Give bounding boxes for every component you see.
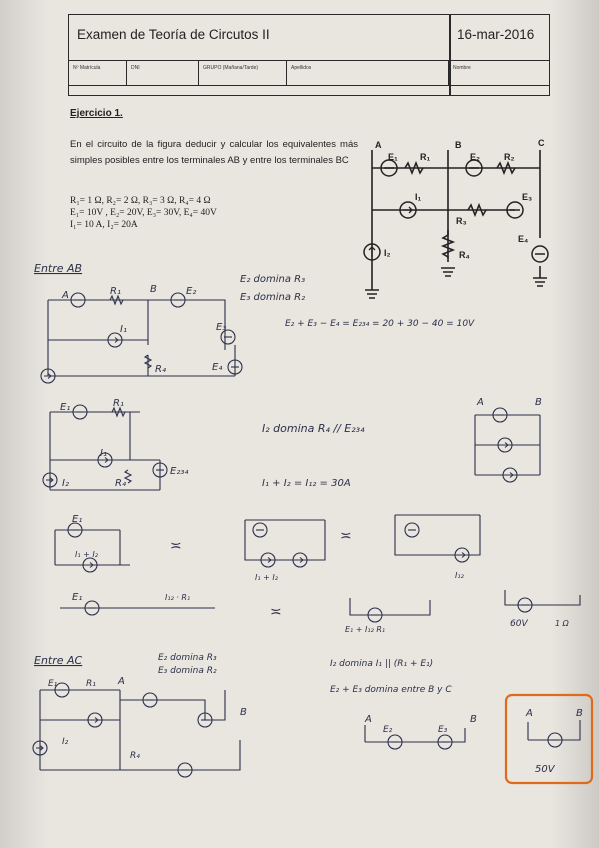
e4-source-icon — [531, 245, 549, 263]
r2-label: R₂ — [504, 152, 515, 162]
exercise-statement: En el circuito de la figura deducir y ca… — [70, 139, 358, 166]
hw-i2-ac: I₂ — [62, 737, 69, 747]
note-ac-e2: E₂ domina R₃ — [158, 653, 217, 663]
note-e2-domina: E₂ domina R₃ — [240, 274, 305, 285]
hw-b-result: B — [576, 708, 583, 719]
printed-figure-labels: A B C E₁ R₁ E₂ R₂ E₃ R₃ I₁ I₂ R₄ E₄ — [375, 138, 545, 260]
i2-domina-ac: I₂ domina I₁ || (R₁ + E₁) — [330, 659, 433, 669]
exam-title: Examen de Teoría de Circutos II — [77, 27, 270, 42]
printed-sources — [363, 159, 549, 263]
hw-r4-ab: R₄ — [155, 364, 166, 375]
hw-e2-ab: E₂ — [186, 286, 196, 297]
hw-e1-ac: E₁ — [48, 679, 58, 689]
result-1ohm: 1 Ω — [555, 619, 570, 628]
hw-b-right: B — [535, 397, 542, 408]
r4-label: R₄ — [459, 250, 470, 260]
handwritten-sources — [32, 292, 563, 778]
approx-sign-1: ≍ — [170, 538, 182, 554]
hw-i12: I₁₂ — [455, 571, 465, 580]
final-result-highlight-box — [504, 693, 594, 785]
field-nombre: Nombre — [453, 65, 471, 71]
hw-e1-ab2: E₁ — [60, 402, 70, 413]
field-dni: DNI — [127, 61, 199, 85]
hw-i1-ab: I₁ — [120, 324, 127, 335]
i2-label: I₂ — [384, 248, 391, 258]
hw-a-right: A — [476, 397, 484, 408]
e4-label: E₄ — [518, 234, 528, 244]
r1-label: R₁ — [420, 152, 430, 162]
current-sum: I₁ + I₂ = I₁₂ = 30A — [262, 478, 351, 489]
e2e3-domina: E₂ + E₃ domina entre B y C — [330, 685, 452, 695]
resistor-values: R₁= 1 Ω, R₂= 2 Ω, R₃= 3 Ω, R₄= 4 Ω — [70, 196, 211, 206]
component-values: R₁= 1 Ω, R₂= 2 Ω, R₃= 3 Ω, R₄= 4 Ω E₁= 1… — [70, 195, 217, 231]
result-50v: 50V — [535, 764, 556, 775]
hw-e234-ab2: E₂₃₄ — [170, 466, 188, 477]
field-grupo: GRUPO (Mañana/Tarde) — [199, 61, 287, 85]
e3-label: E₃ — [522, 192, 532, 202]
i2-domina-note: I₂ domina R₄ // E₂₃₄ — [262, 422, 365, 435]
terminal-c-label: C — [538, 138, 545, 148]
hw-i1-ab2: I₁ — [100, 448, 107, 459]
result-60v: 60V — [510, 619, 528, 629]
hw-e4-ab: E₄ — [212, 362, 222, 373]
field-matricula: Nº Matrícula — [69, 61, 127, 85]
current-values: I₁= 10 A, I₂= 20A — [70, 220, 138, 230]
handwritten-text: Entre AB E₂ domina R₃ E₃ domina R₂ E₂ + … — [34, 262, 583, 775]
note-e3-domina: E₃ domina R₂ — [240, 292, 305, 303]
note-ac-e3: E₃ domina R₂ — [158, 666, 217, 676]
hw-r1-ab: R₁ — [110, 286, 121, 297]
hw-r4-ab2: R₄ — [115, 478, 126, 489]
terminal-b-label: B — [455, 140, 462, 150]
hw-i1i2-row1: I₁ + I₂ — [75, 550, 99, 559]
hw-b-ac: B — [240, 707, 247, 718]
i2-source-icon — [363, 243, 381, 261]
hw-e2-ac: E₂ — [383, 725, 393, 735]
terminal-a-label: A — [375, 140, 382, 150]
hw-i1i2-mid: I₁ + I₂ — [255, 573, 279, 582]
i1-label: I₁ — [415, 192, 422, 202]
exam-header-table: Examen de Teoría de Circutos II 16-mar-2… — [68, 14, 550, 96]
hw-b-label: B — [150, 284, 157, 295]
header-separator — [449, 15, 451, 95]
hw-a-ac-right: A — [364, 714, 372, 725]
hw-r1-ac: R₁ — [86, 679, 96, 689]
entre-ac-heading: Entre AC — [34, 654, 83, 667]
entre-ab-heading: Entre AB — [34, 262, 82, 275]
hw-sum-final: E₁ + I₁₂ R₁ — [345, 625, 385, 634]
approx-sign-3: ≍ — [270, 604, 282, 620]
hw-e3-ab: E₃ — [216, 322, 226, 333]
student-fields-row: Nº Matrícula DNI GRUPO (Mañana/Tarde) Ap… — [69, 61, 549, 85]
hw-r4-ac: R₄ — [130, 751, 140, 761]
hw-a-ac: A — [117, 676, 125, 687]
hw-r1-ab2: R₁ — [113, 398, 124, 409]
e2-label: E₂ — [470, 152, 480, 162]
exam-date: 16-mar-2016 — [457, 27, 535, 42]
hw-a-result: A — [525, 708, 533, 719]
hw-b-ac-right: B — [470, 714, 477, 725]
header-bottom-rule — [69, 85, 549, 86]
hw-i12r1: I₁₂ · R₁ — [165, 593, 190, 602]
hw-i2-ab2: I₂ — [62, 478, 69, 489]
header-title-row: Examen de Teoría de Circutos II 16-mar-2… — [69, 15, 549, 61]
field-apellidos: Apellidos — [287, 61, 449, 85]
e1-label: E₁ — [388, 152, 398, 162]
eq-e234: E₂ + E₃ − E₄ = E₂₃₄ = 20 + 30 − 40 = 10V — [285, 319, 475, 329]
hw-e3-ac: E₃ — [438, 725, 448, 735]
hw-e1-row2: E₁ — [72, 592, 82, 603]
voltage-values: E₁= 10V , E₂= 20V, E₃= 30V, E₄= 40V — [70, 208, 217, 218]
exercise-title: Ejercicio 1. — [70, 108, 123, 119]
r3-label: R₃ — [456, 216, 467, 226]
hw-a-label: A — [61, 290, 69, 301]
approx-sign-2: ≍ — [340, 528, 352, 544]
handwritten-circuits — [39, 294, 581, 771]
hw-e1-row1: E₁ — [72, 514, 82, 525]
